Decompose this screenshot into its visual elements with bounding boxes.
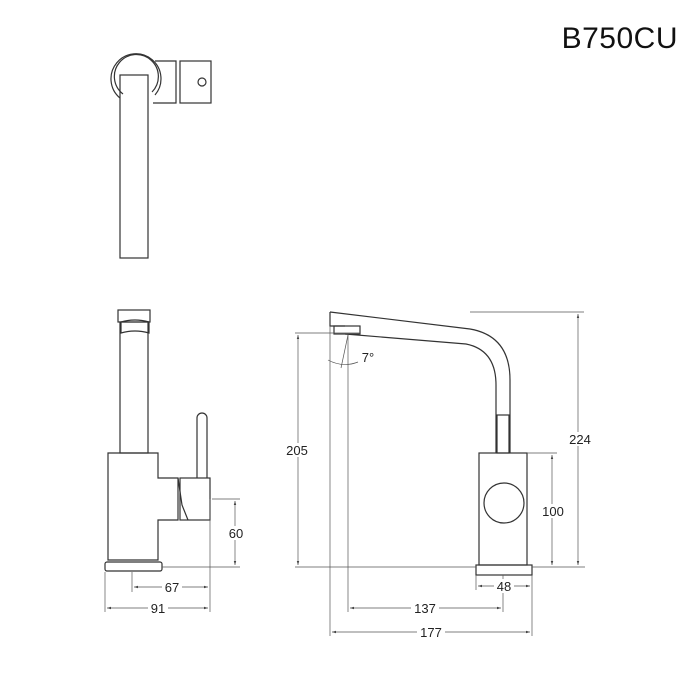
front-view-body [478,452,528,566]
side-view-base-plate [104,561,163,572]
dim-overall-depth: 91 [151,601,165,616]
top-view-base-circle [110,53,162,99]
side-view-lever [196,412,208,478]
dim-spout-body-depth: 67 [165,580,179,595]
front-view-lever [496,414,510,454]
model-code: B750CU [561,22,678,55]
side-view-handle-block [179,477,211,521]
front-view-nozzle [333,325,361,335]
side-view-spout [119,321,149,454]
dim-spout-angle: 7° [362,350,374,365]
top-view-handle [179,60,212,104]
top-view [110,53,212,259]
front-view: 7° 205 224 100 48 137 177 [283,311,594,640]
dim-handle-height: 60 [229,526,243,541]
dim-overall-width: 177 [420,625,442,640]
front-view-spout-inner [344,333,497,453]
top-view-spout [119,74,149,259]
top-view-handle-hole [197,77,207,87]
top-view-handle-neck [153,60,177,104]
dim-overall-height: 224 [569,432,591,447]
front-view-handle-circle [483,482,525,524]
spout-angle-arc [327,359,359,365]
side-view-body [107,452,179,561]
dim-base-diameter: 48 [497,579,511,594]
dim-outlet-height: 205 [286,443,308,458]
dim-spout-reach: 137 [414,601,436,616]
front-view-base-plate [475,564,533,576]
dim-body-height: 100 [542,504,564,519]
side-view: 60 67 91 [104,309,246,616]
front-view-spout-outer [329,311,511,453]
